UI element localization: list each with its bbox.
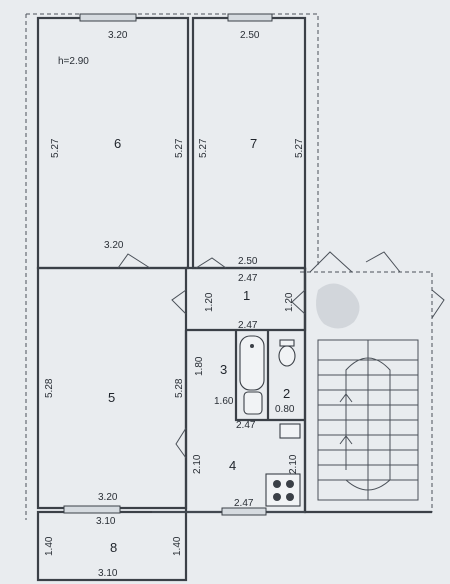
room-label-1: 1 <box>243 288 250 303</box>
dim-r5-bottom: 3.20 <box>98 492 118 503</box>
dim-r8-left: 1.40 <box>44 536 55 556</box>
dim-wc-width: 0.80 <box>275 404 295 415</box>
door-room-7 <box>195 257 227 269</box>
door-stair-right <box>431 289 445 319</box>
door-hall-right <box>291 289 306 315</box>
door-kitchen <box>175 427 187 459</box>
bathtub <box>239 335 265 391</box>
window-room-5 <box>63 505 121 514</box>
dim-r6-left: 5.27 <box>50 138 61 158</box>
dim-r7-left: 5.27 <box>198 138 209 158</box>
room-label-7: 7 <box>250 136 257 151</box>
dim-hall-left: 1.20 <box>204 292 215 312</box>
toilet <box>278 345 296 367</box>
dim-r7-top: 2.50 <box>240 30 260 41</box>
dim-hall-right: 1.20 <box>284 292 295 312</box>
door-staircase <box>365 251 401 273</box>
dim-r4-right: 2.10 <box>288 454 299 474</box>
window-room-6 <box>79 13 137 22</box>
windows <box>63 13 273 516</box>
staircase <box>317 339 419 501</box>
dim-r8-top: 3.10 <box>96 516 116 527</box>
dimension-labels: 3.20 2.50 5.27 5.27 5.27 5.27 3.20 2.50 … <box>44 30 305 579</box>
walls <box>36 16 432 582</box>
room-label-2: 2 <box>283 386 290 401</box>
washbasin <box>243 391 263 415</box>
door-room-6 <box>117 253 151 269</box>
dim-r4-bottom: 2.47 <box>234 498 254 509</box>
fixtures <box>239 335 301 507</box>
dim-r5-right: 5.28 <box>174 378 185 398</box>
kitchen-sink <box>279 423 301 439</box>
dim-bath-bottom: 2.47 <box>236 420 256 431</box>
window-kitchen <box>221 507 267 516</box>
dim-r8-bottom: 3.10 <box>98 568 118 579</box>
dim-r7-bottom: 2.50 <box>238 256 258 267</box>
dim-r6-top: 3.20 <box>108 30 128 41</box>
dim-r6-bottom: 3.20 <box>104 240 124 251</box>
dim-r5-left: 5.28 <box>44 378 55 398</box>
door-entrance <box>309 251 353 273</box>
dim-hall-top: 2.47 <box>238 273 258 284</box>
dim-bath-width: 1.60 <box>214 396 234 407</box>
window-room-7 <box>227 13 273 22</box>
dim-r6-right: 5.27 <box>174 138 185 158</box>
room-label-8: 8 <box>110 540 117 555</box>
dim-hall-bottom: 2.47 <box>238 320 258 331</box>
room-labels: 6 7 1 3 2 5 4 8 <box>108 136 290 555</box>
room-label-3: 3 <box>220 362 227 377</box>
door-hall-left <box>171 289 187 315</box>
ceiling-height-label: h=2.90 <box>58 56 89 67</box>
doors <box>117 251 445 459</box>
dim-r7-right: 5.27 <box>294 138 305 158</box>
dim-r4-left: 2.10 <box>192 454 203 474</box>
room-label-4: 4 <box>229 458 236 473</box>
room-label-6: 6 <box>114 136 121 151</box>
room-label-5: 5 <box>108 390 115 405</box>
stove <box>265 473 301 507</box>
dim-bath-length: 1.80 <box>194 356 205 376</box>
entrance-shade <box>316 283 360 329</box>
dim-r8-right: 1.40 <box>172 536 183 556</box>
